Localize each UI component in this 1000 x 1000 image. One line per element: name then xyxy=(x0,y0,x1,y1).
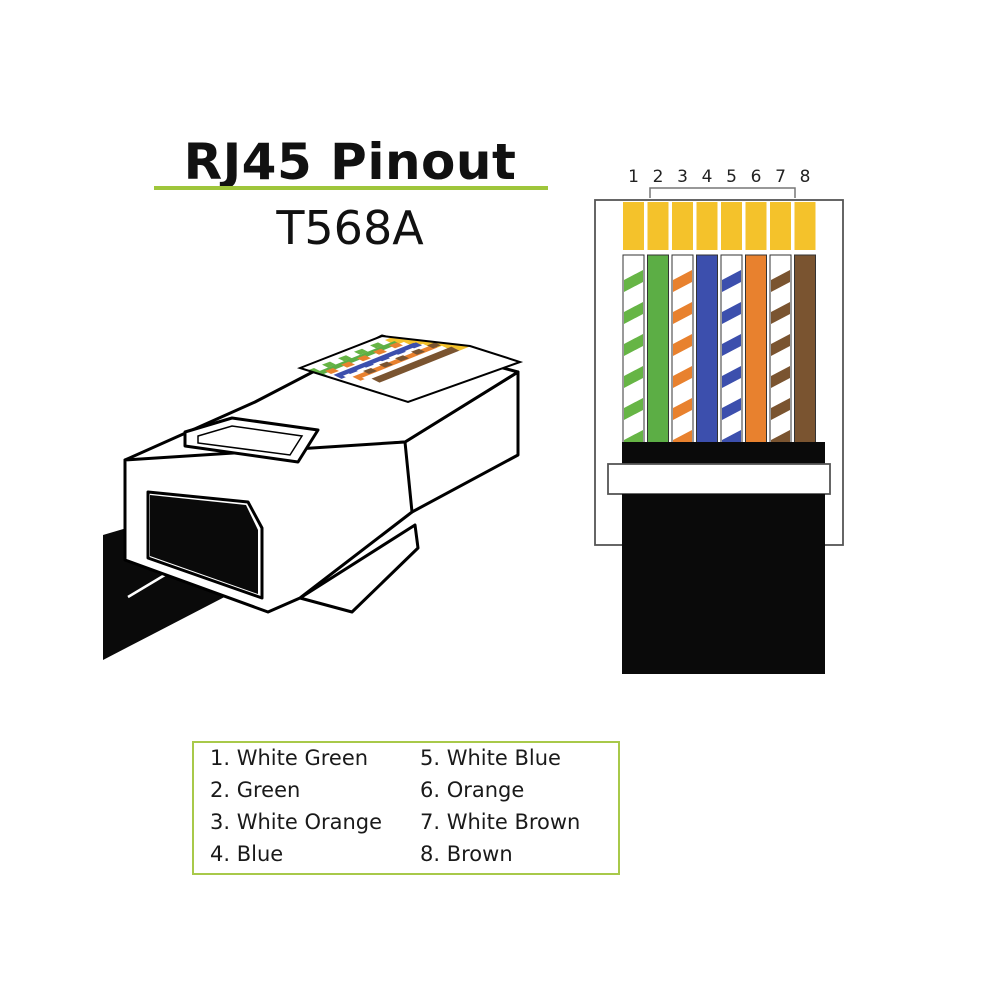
pin-number-3: 3 xyxy=(677,167,688,187)
pin-contact-4 xyxy=(696,202,718,250)
wire-6 xyxy=(745,254,767,444)
legend-item-4: 4. Blue xyxy=(210,842,284,866)
legend-item-6: 6. Orange xyxy=(420,778,525,802)
pin-legend: 1. White Green 2. Green 3. White Orange … xyxy=(192,741,620,875)
wire-2 xyxy=(647,254,669,444)
pin-number-7: 7 xyxy=(775,167,786,187)
pin-contact-6 xyxy=(745,202,767,250)
pin-number-6: 6 xyxy=(751,167,762,187)
pin-contact-8 xyxy=(794,202,816,250)
page-title: RJ45 Pinout xyxy=(183,133,517,191)
wire-3 xyxy=(671,254,694,452)
legend-item-8: 8. Brown xyxy=(420,842,513,866)
pin-number-2: 2 xyxy=(653,167,664,187)
pin-number-5: 5 xyxy=(726,167,737,187)
pin-bracket xyxy=(649,187,796,198)
perspective-wire-3 xyxy=(324,337,422,378)
cable-jacket-top xyxy=(622,442,825,464)
pin-contact-7 xyxy=(770,202,791,250)
wire-4 xyxy=(696,254,718,444)
wire-1 xyxy=(622,254,645,452)
legend-item-1: 1. White Green xyxy=(210,746,369,770)
wire-5 xyxy=(720,254,743,452)
legend-item-7: 7. White Brown xyxy=(420,810,581,834)
pin-contact-1 xyxy=(623,202,644,250)
wire-8 xyxy=(794,254,816,444)
cable-inside xyxy=(150,495,258,594)
legend-item-2: 2. Green xyxy=(210,778,301,802)
pin-number-8: 8 xyxy=(800,167,811,187)
page-subtitle: T568A xyxy=(276,201,424,255)
pin-number-4: 4 xyxy=(702,167,713,187)
pin-contact-3 xyxy=(672,202,693,250)
pin-contact-2 xyxy=(647,202,669,250)
rj45-connector-perspective xyxy=(103,334,524,660)
wire-7 xyxy=(769,254,792,452)
legend-item-5: 5. White Blue xyxy=(420,746,561,770)
crimp-bar xyxy=(607,463,831,495)
legend-item-3: 3. White Orange xyxy=(210,810,383,834)
perspective-wire-7 xyxy=(362,341,460,382)
cable-jacket xyxy=(622,494,825,674)
title-underline xyxy=(154,186,548,190)
pin-number-1: 1 xyxy=(628,167,639,187)
latch-tab xyxy=(298,523,420,614)
pin-contact-5 xyxy=(721,202,742,250)
